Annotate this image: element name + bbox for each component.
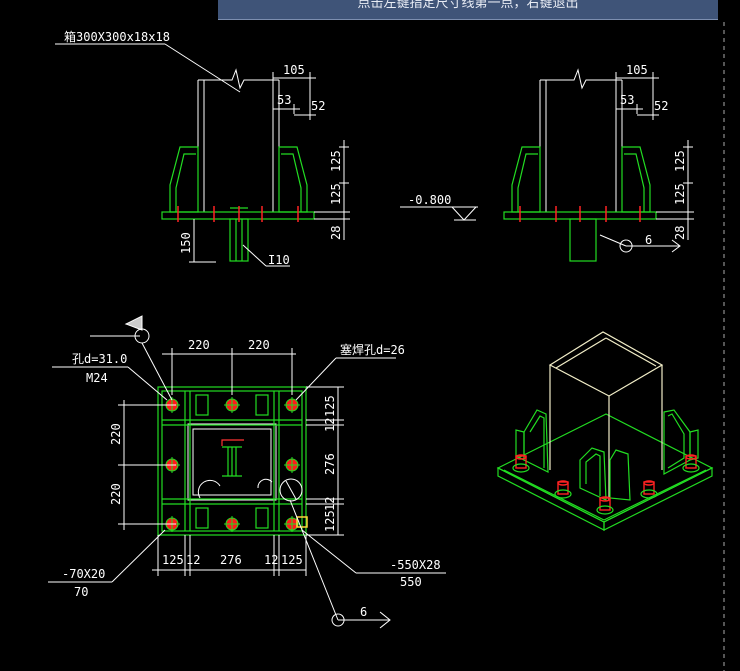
dim-52-right: 52 (654, 99, 668, 113)
command-prompt-bar: 点击左键指定尺寸线第一点，右键退出 (218, 0, 718, 20)
dim-52: 52 (311, 99, 325, 113)
bottom-dim-2: 12 (186, 553, 200, 567)
dim-105-right: 105 (626, 63, 648, 77)
dim-125-bottom: 125 (329, 183, 343, 205)
stiffener-label: -70X20 (62, 567, 105, 581)
section-label: 箱300X300x18x18 (64, 29, 170, 44)
plate-label: -550X28 (390, 558, 441, 572)
dim-53: 53 (277, 93, 291, 107)
dim-125-bottom-right: 125 (673, 183, 687, 205)
plan-view[interactable]: 220 220 220 220 125 12 276 12 125 125 12… (48, 315, 446, 629)
bolt-label: M24 (86, 371, 108, 385)
left-dim-2: 220 (109, 483, 123, 505)
plate-sub: 550 (400, 575, 422, 589)
stiffener-sub: 70 (74, 585, 88, 599)
selection-grip[interactable] (296, 516, 308, 528)
left-dim-1: 220 (109, 423, 123, 445)
dim-125-top-right: 125 (673, 150, 687, 172)
elevation-right[interactable]: 105 53 52 125 125 28 -0.800 6 (400, 63, 694, 262)
dim-28: 28 (329, 226, 343, 240)
hole-label: 孔d=31.0 (72, 352, 127, 366)
right-dim-2: 12 (323, 418, 337, 432)
weld-size-plan: 6 (360, 605, 367, 619)
right-dim-3: 276 (323, 453, 337, 475)
right-dim-1: 125 (323, 395, 337, 417)
right-dim-5: 125 (323, 510, 337, 532)
elevation-left[interactable]: 箱300X300x18x18 105 53 52 (55, 29, 350, 267)
bottom-dim-1: 125 (162, 553, 184, 567)
bottom-dim-5: 125 (281, 553, 303, 567)
dim-53-right: 53 (620, 93, 634, 107)
top-dim-2: 220 (248, 338, 270, 352)
dim-150: 150 (179, 232, 193, 254)
beam-label: I10 (268, 253, 290, 267)
dim-125-top: 125 (329, 150, 343, 172)
bottom-dim-3: 276 (220, 553, 242, 567)
top-dim-1: 220 (188, 338, 210, 352)
bottom-dim-4: 12 (264, 553, 278, 567)
dim-28-right: 28 (673, 226, 687, 240)
weld-size-right: 6 (645, 233, 652, 247)
dim-105: 105 (283, 63, 305, 77)
isometric-view[interactable] (496, 331, 714, 531)
level-label: -0.800 (408, 193, 451, 207)
right-dim-4: 12 (323, 497, 337, 511)
plug-weld-label: 塞焊孔d=26 (340, 342, 405, 357)
command-prompt-text: 点击左键指定尺寸线第一点，右键退出 (357, 0, 579, 11)
